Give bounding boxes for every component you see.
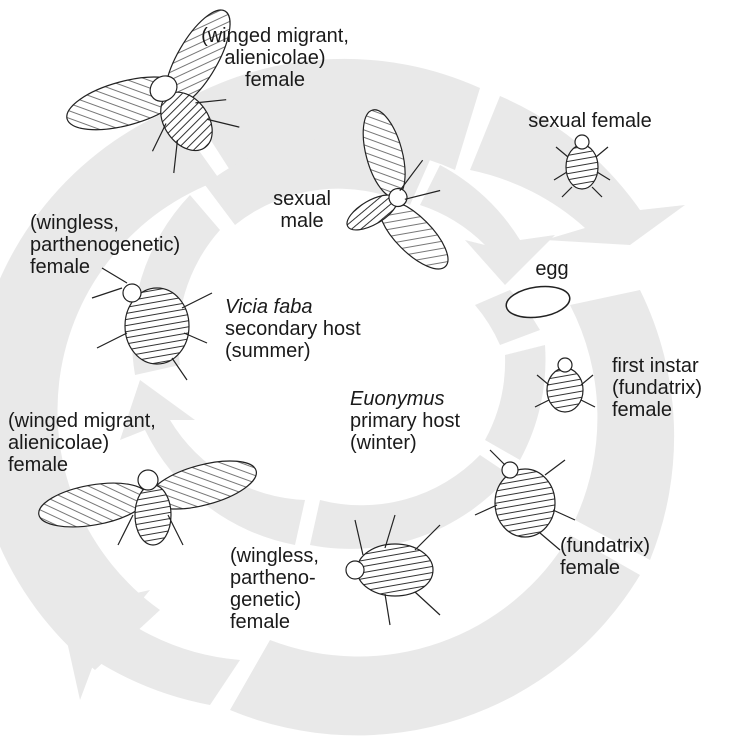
label-line: female [612,399,732,421]
label-line: sexual female [490,110,690,132]
label-line: male [262,210,342,232]
label-line: parthenogenetic) [30,234,230,256]
label-line: female [560,557,710,579]
label-line: female [8,454,208,476]
winged-migrant-top-label: (winged migrant, alienicolae) female [175,25,375,91]
label-line: alienicolae) [175,47,375,69]
first-instar-fundatrix-label: first instar (fundatrix) female [612,355,732,421]
label-line: (summer) [225,340,405,362]
label-line: female [30,256,230,278]
sexual-male-label: sexual male [262,188,342,232]
fundatrix-label: (fundatrix) female [560,535,710,579]
wingless-parthenogenetic-left-label: (wingless, parthenogenetic) female [30,212,230,278]
label-line: (wingless, [30,212,230,234]
label-line: partheno- [230,567,360,589]
label-line: female [230,611,360,633]
label-line: alienicolae) [8,432,208,454]
label-line: first instar [612,355,732,377]
label-line: egg [522,258,582,280]
label-line: (fundatrix) [560,535,710,557]
label-line: (winter) [350,432,510,454]
egg-label: egg [522,258,582,280]
primary-host-label: Euonymus primary host (winter) [350,388,510,454]
sexual-female-label: sexual female [490,110,690,132]
label-line: secondary host [225,318,405,340]
label-line: primary host [350,410,510,432]
label-line: genetic) [230,589,360,611]
host-species: Vicia faba [225,296,405,318]
label-line: (wingless, [230,545,360,567]
winged-migrant-bottom-label: (winged migrant, alienicolae) female [8,410,208,476]
label-line: sexual [262,188,342,210]
label-line: (fundatrix) [612,377,732,399]
label-line: (winged migrant, [175,25,375,47]
label-line: female [175,69,375,91]
wingless-parthenogenetic-bottom-label: (wingless, partheno- genetic) female [230,545,360,633]
secondary-host-label: Vicia faba secondary host (summer) [225,296,405,362]
label-line: (winged migrant, [8,410,208,432]
host-species: Euonymus [350,388,510,410]
